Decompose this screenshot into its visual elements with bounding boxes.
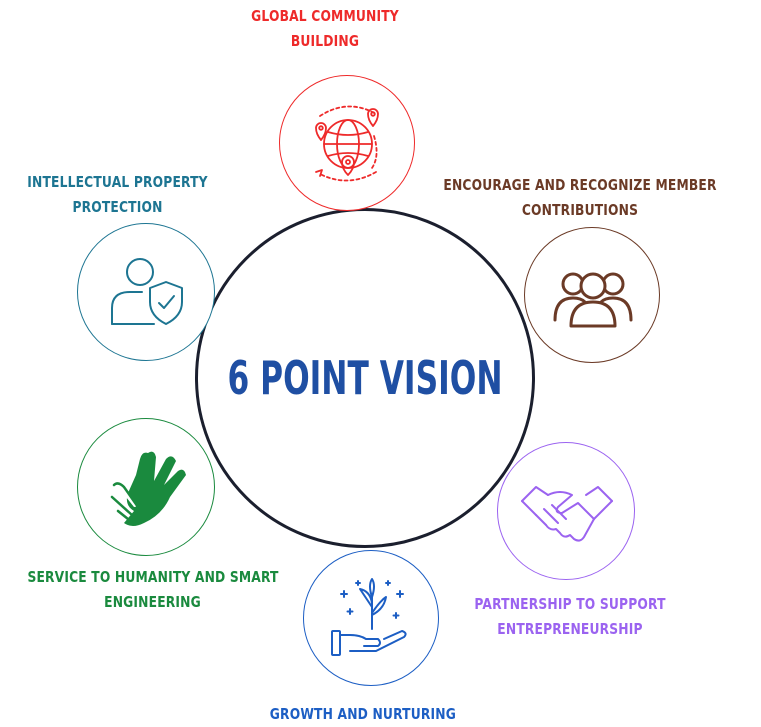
- label-members-line-1: ENCOURAGE AND RECOGNIZE MEMBER: [443, 176, 717, 194]
- label-partnership-line-2: ENTREPRENEURSHIP: [497, 620, 643, 638]
- node-service-humanity: [77, 418, 215, 556]
- node-ip-protection: [77, 223, 215, 361]
- label-ip-line-1: INTELLECTUAL PROPERTY: [27, 173, 208, 191]
- helping-hands-icon: [110, 451, 186, 526]
- label-members-line-2: CONTRIBUTIONS: [521, 201, 639, 219]
- label-member-contributions: ENCOURAGE AND RECOGNIZE MEMBER CONTRIBUT…: [437, 173, 724, 223]
- label-ip-protection: INTELLECTUAL PROPERTY PROTECTION: [21, 170, 214, 220]
- label-partnership-line-1: PARTNERSHIP TO SUPPORT: [474, 595, 666, 613]
- label-growth-line-1: GROWTH AND NURTURING: [269, 705, 456, 723]
- globe-route-icon: [315, 105, 379, 182]
- hub-title: 6 POINT VISION: [227, 351, 503, 405]
- handshake-icon: [521, 486, 613, 542]
- label-service-humanity: SERVICE TO HUMANITY AND SMART ENGINEERIN…: [27, 565, 279, 615]
- label-service-line-1: SERVICE TO HUMANITY AND SMART: [27, 568, 279, 586]
- node-growth: [303, 550, 439, 686]
- node-global-community: [279, 75, 415, 211]
- node-partnership: [497, 442, 635, 580]
- label-growth: GROWTH AND NURTURING: [269, 702, 456, 727]
- node-member-contributions: [524, 227, 660, 363]
- group-people-icon: [553, 272, 633, 328]
- label-ip-line-2: PROTECTION: [72, 198, 163, 216]
- hand-sprout-icon: [331, 578, 407, 656]
- label-global-line-2: BUILDING: [290, 32, 360, 50]
- label-service-line-2: ENGINEERING: [104, 593, 201, 611]
- user-shield-icon: [111, 258, 183, 325]
- label-global-line-1: GLOBAL COMMUNITY: [251, 7, 399, 25]
- hub-circle: 6 POINT VISION: [195, 208, 535, 548]
- label-global-community: GLOBAL COMMUNITY BUILDING: [227, 4, 424, 54]
- label-partnership: PARTNERSHIP TO SUPPORT ENTREPRENEURSHIP: [459, 592, 680, 642]
